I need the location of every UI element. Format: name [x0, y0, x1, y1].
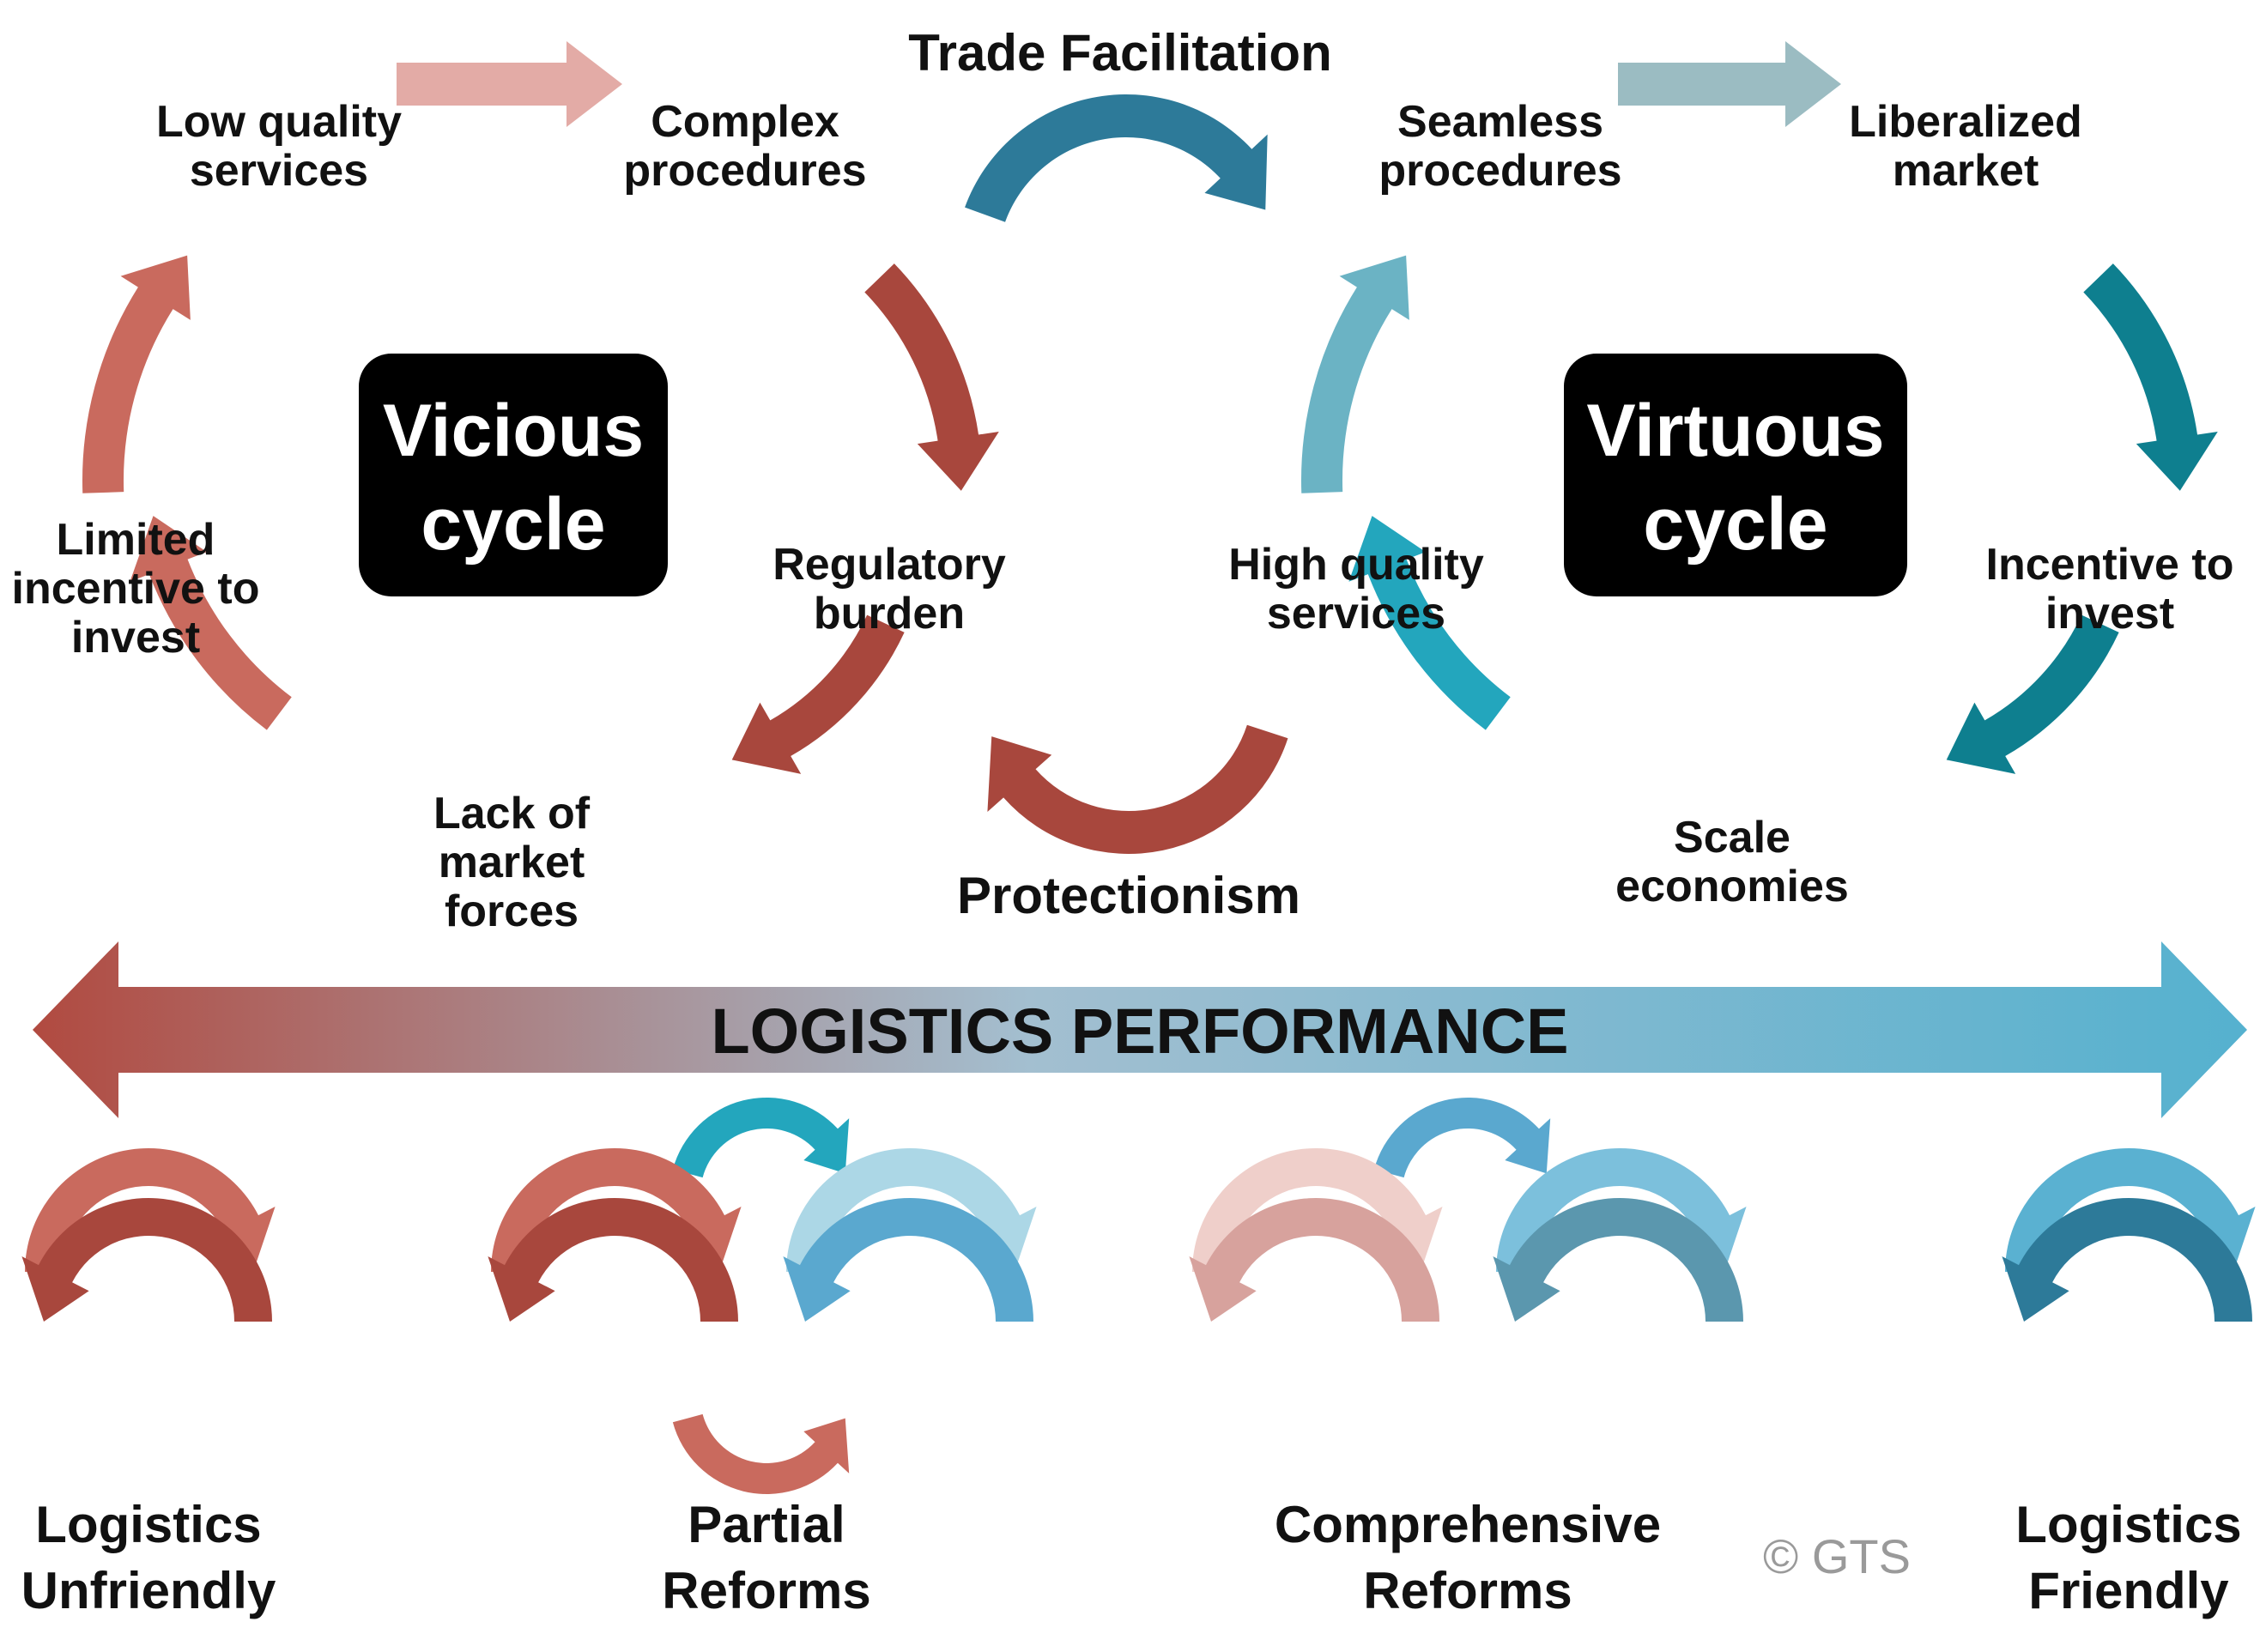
node-incentive-line-2: invest: [2045, 589, 2174, 638]
node-regulatory-burden: Regulatory burden: [773, 540, 1006, 638]
arrow-high-quality-to-seamless: [1301, 255, 1409, 493]
arrow-limited-to-low-quality: [82, 255, 191, 493]
node-regulatory-line-1: Regulatory: [773, 540, 1006, 590]
node-complex-procedures: Complex procedures: [623, 97, 866, 196]
arrow-low-quality-to-complex: [397, 41, 622, 127]
logistics-performance-label: LOGISTICS PERFORMANCE: [711, 995, 1568, 1067]
arrow-incentive-to-scale: [1946, 614, 2119, 774]
vicious-hub-line-2: cycle: [421, 483, 605, 566]
trade-facilitation-label: Trade Facilitation: [908, 24, 1331, 82]
vicious-hub-line-1: Vicious: [383, 390, 644, 472]
node-complex-line-2: procedures: [623, 146, 866, 196]
virtuous-cycle-hub: [1564, 354, 1907, 596]
node-scale-line-2: economies: [1615, 862, 1849, 911]
node-incentive-line-1: Incentive to: [1986, 540, 2234, 590]
arrow-lack-to-limited: [130, 516, 292, 730]
arrow-complex-to-regulatory: [864, 263, 999, 491]
node-incentive-to-invest: Incentive to invest: [1986, 540, 2234, 638]
comprehensive-reforms-line-1: Comprehensive: [1275, 1496, 1661, 1553]
vicious-cycle-hub: [359, 354, 668, 596]
node-limited-line-1: Limited: [57, 515, 215, 565]
virtuous-hub-line-2: cycle: [1643, 483, 1827, 566]
arrow-seamless-to-liberalized: [1618, 41, 1841, 127]
arrow-liberalized-to-incentive: [2083, 263, 2218, 491]
partial-right-bottom-arc-icon: [783, 1198, 1033, 1322]
partial-left-bottom-arc-icon: [488, 1198, 738, 1322]
node-lack-line-1: Lack of: [433, 789, 591, 838]
arrow-trade-facilitation: [965, 94, 1268, 222]
logistics-performance-double-arrow: [33, 941, 2247, 1118]
virtuous-hub-line-1: Virtuous: [1586, 390, 1884, 472]
node-high-quality-line-2: services: [1267, 589, 1445, 638]
node-lack-line-2: market: [439, 838, 585, 887]
node-low-quality-services: Low quality services: [156, 97, 402, 196]
partial-reforms-line-2: Reforms: [662, 1562, 870, 1619]
logistics-friendly-line-2: Friendly: [2028, 1562, 2229, 1619]
spectrum-icons: [21, 1097, 2256, 1495]
spectrum-label-logistics-friendly: Logistics Friendly: [2015, 1496, 2241, 1619]
logistics-friendly-line-1: Logistics: [2015, 1496, 2241, 1553]
node-scale-economies: Scale economies: [1615, 813, 1849, 911]
node-liberalized-market: Liberalized market: [1849, 97, 2082, 196]
comprehensive-left-bottom-arc-icon: [1189, 1198, 1439, 1322]
node-low-quality-line-1: Low quality: [156, 97, 402, 147]
copyright-text: © GTS: [1763, 1529, 1911, 1583]
node-high-quality-line-1: High quality: [1228, 540, 1484, 590]
node-low-quality-line-2: services: [190, 146, 368, 196]
node-complex-line-1: Complex: [651, 97, 839, 147]
logistics-unfriendly-line-1: Logistics: [35, 1496, 261, 1553]
node-seamless-procedures: Seamless procedures: [1378, 97, 1621, 196]
spectrum-label-logistics-unfriendly: Logistics Unfriendly: [21, 1496, 276, 1619]
spectrum-label-partial-reforms: Partial Reforms: [662, 1496, 870, 1619]
protectionism-label: Protectionism: [957, 867, 1300, 924]
spectrum-label-comprehensive-reforms: Comprehensive Reforms: [1275, 1496, 1661, 1619]
comprehensive-right-bottom-arc-icon: [1493, 1198, 1743, 1322]
node-lack-line-3: forces: [445, 887, 579, 936]
partial-small-bottom-arc-icon: [672, 1413, 850, 1495]
arrow-regulatory-to-lack: [731, 614, 905, 774]
node-limited-incentive: Limited incentive to invest: [12, 515, 260, 663]
friendly-bottom-arc-icon: [2002, 1197, 2252, 1322]
arrow-scale-to-high-quality: [1348, 516, 1511, 730]
node-high-quality-services: High quality services: [1228, 540, 1484, 638]
partial-reforms-line-1: Partial: [688, 1496, 845, 1553]
partial-small-top-arc-icon: [672, 1098, 850, 1178]
logistics-unfriendly-line-2: Unfriendly: [21, 1562, 276, 1619]
node-liberalized-line-2: market: [1893, 146, 2039, 196]
node-limited-line-3: invest: [71, 613, 200, 663]
node-seamless-line-2: procedures: [1378, 146, 1621, 196]
node-regulatory-line-2: burden: [814, 589, 965, 638]
comprehensive-reforms-line-2: Reforms: [1363, 1562, 1572, 1619]
node-scale-line-1: Scale: [1674, 813, 1790, 862]
node-lack-of-market-forces: Lack of market forces: [433, 789, 591, 936]
comprehensive-small-top-arc-icon: [1373, 1097, 1551, 1178]
node-limited-line-2: incentive to: [12, 564, 260, 614]
node-seamless-line-1: Seamless: [1397, 97, 1603, 147]
unfriendly-bottom-arc-icon: [21, 1198, 272, 1322]
node-liberalized-line-1: Liberalized: [1849, 97, 2082, 147]
arrow-protectionism: [987, 724, 1288, 855]
